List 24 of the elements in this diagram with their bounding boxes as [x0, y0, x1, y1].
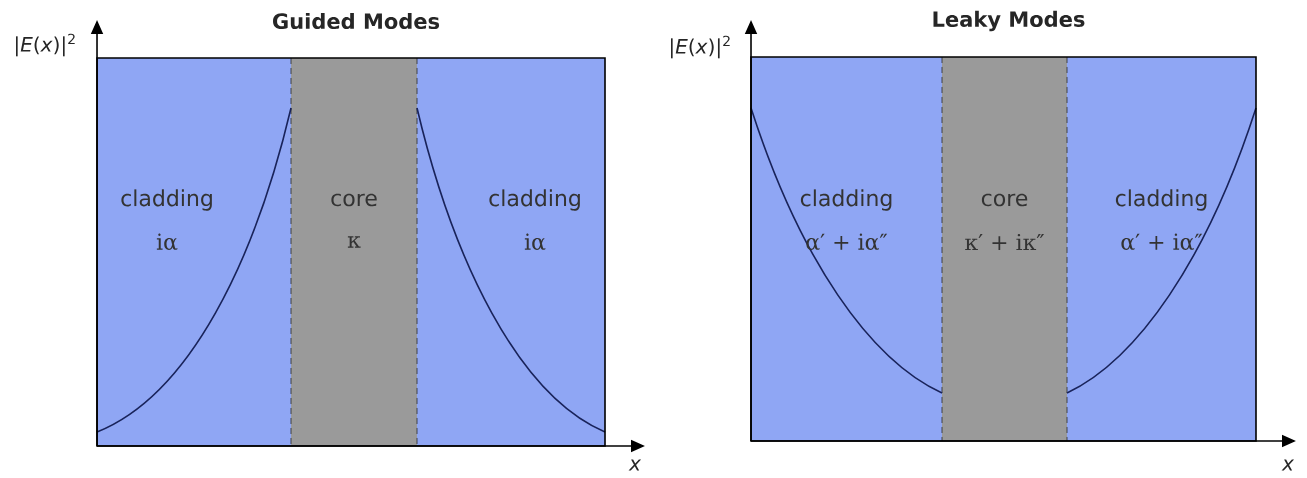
region	[1067, 57, 1256, 441]
axis-label: |E(x)|$^{2}$	[671, 35, 730, 59]
region	[942, 57, 1067, 441]
propagation-constant: κ	[347, 236, 361, 248]
region	[97, 58, 291, 446]
region	[417, 58, 605, 446]
propagation-constant: iα	[156, 233, 178, 250]
propagation-constant: κ′ + iκ″	[965, 233, 1045, 251]
region-name: core	[981, 193, 1028, 207]
region	[291, 58, 417, 446]
propagation-constant: α′ + iα″	[1121, 233, 1203, 250]
region-name: cladding	[489, 189, 580, 211]
propagation-constant: iα	[524, 233, 546, 250]
panel-title: Guided Modes	[273, 12, 440, 30]
axis-label: x	[628, 459, 642, 471]
axis-label: x	[1281, 459, 1295, 471]
propagation-constant: α′ + iα″	[806, 233, 888, 250]
region-name: cladding	[800, 189, 892, 211]
region	[751, 57, 942, 441]
region-name: cladding	[121, 189, 212, 211]
axis-label: |E(x)|$^{2}$	[16, 33, 75, 57]
region-name: core	[331, 193, 377, 207]
region-name: cladding	[1115, 189, 1207, 211]
panel-title: Leaky Modes	[933, 10, 1085, 32]
